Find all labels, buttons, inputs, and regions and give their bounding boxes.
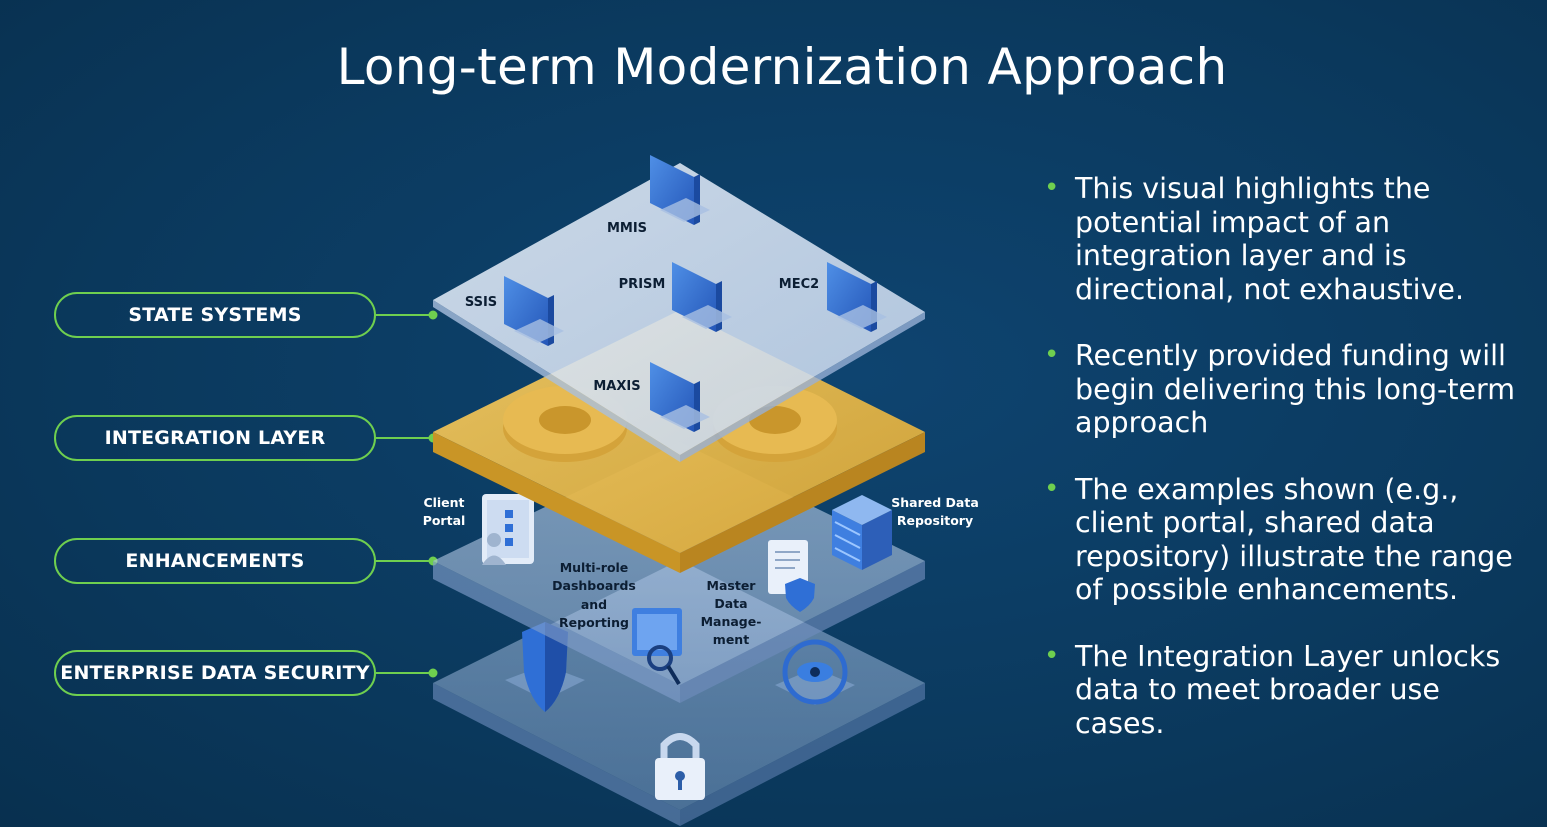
layer-stack-diagram: MMIS SSIS PRISM MEC2 MAXIS Client Portal… (376, 155, 979, 826)
system-label-ssis: SSIS (465, 295, 497, 310)
bullet-item: •Recently provided funding will begin de… (1044, 339, 1516, 439)
shared-data-label: Shared Data (891, 495, 979, 510)
layer-label-state-systems: STATE SYSTEMS (54, 292, 376, 338)
system-label-mec2: MEC2 (779, 277, 819, 292)
client-portal-icon (482, 494, 534, 565)
bullet-list: •This visual highlights the potential im… (1044, 172, 1534, 773)
lock-icon (655, 733, 705, 800)
dashboards-label: Multi-role (560, 560, 629, 575)
bullet-item: •This visual highlights the potential im… (1044, 172, 1465, 306)
master-data-label: ment (713, 632, 749, 647)
master-data-label: Data (714, 596, 747, 611)
layer-label-enhancements: ENHANCEMENTS (54, 538, 376, 584)
monitor-icon (504, 155, 887, 432)
client-portal-label: Portal (423, 513, 466, 528)
database-server-icon (832, 495, 892, 570)
system-label-mmis: MMIS (607, 221, 647, 236)
dashboards-label: and (581, 597, 607, 612)
connector-lines (376, 310, 438, 678)
shield-icon (505, 622, 585, 712)
dashboard-magnifier-icon (632, 608, 682, 686)
dashboards-label: Dashboards (552, 578, 636, 593)
slide-title: Long-term Modernization Approach (336, 38, 1228, 96)
eye-cycle-icon (775, 639, 855, 705)
master-data-label: Manage- (701, 614, 762, 629)
document-shield-icon (768, 540, 815, 612)
system-label-prism: PRISM (619, 277, 666, 292)
master-data-label: Master (707, 578, 757, 593)
client-portal-label: Client (423, 495, 464, 510)
bullet-dot-icon: • (1044, 473, 1060, 504)
bullet-dot-icon: • (1044, 173, 1060, 203)
bullet-dot-icon: • (1044, 340, 1060, 370)
system-label-maxis: MAXIS (593, 379, 640, 394)
layer-label-enterprise-data-security: ENTERPRISE DATA SECURITY (54, 650, 376, 696)
shared-data-label: Repository (897, 513, 973, 528)
layer-label-integration-layer: INTEGRATION LAYER (54, 415, 376, 461)
bullet-item: •The Integration Layer unlocks data to m… (1044, 639, 1501, 740)
bullet-dot-icon: • (1044, 640, 1060, 671)
bullet-item: •The examples shown (e.g., client portal… (1044, 472, 1513, 607)
dashboards-label: Reporting (559, 615, 629, 630)
